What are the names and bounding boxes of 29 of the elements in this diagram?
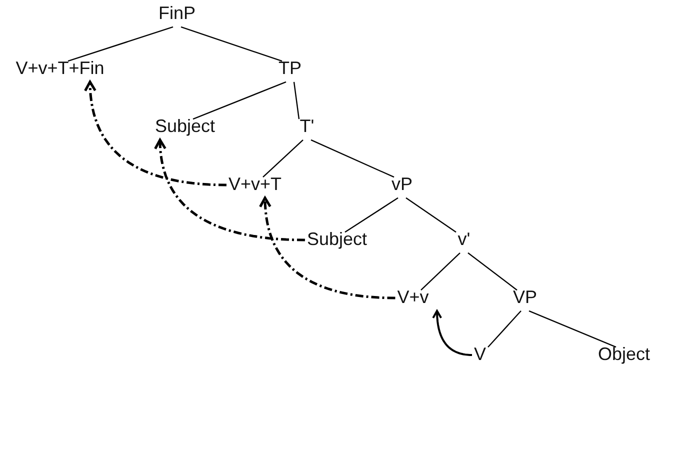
node-label: V+v [397, 288, 429, 308]
node-label: V [474, 345, 486, 365]
node-label: Subject [306, 230, 368, 250]
tree-branch [420, 252, 460, 291]
node-label: VP [513, 288, 537, 308]
node-label: v' [458, 230, 470, 250]
tree-branch [68, 26, 174, 62]
tree-branch [293, 82, 300, 120]
movement-arrow [154, 138, 305, 242]
node-label: Subject [154, 117, 216, 137]
movement-arrow [84, 80, 226, 186]
tree-branch [180, 26, 282, 62]
node-label: vP [392, 175, 412, 195]
tree-branch [192, 81, 286, 120]
tree-branch [468, 252, 518, 291]
tree-branch [488, 310, 522, 348]
movement-arrow [432, 310, 472, 356]
node-label: FinP [158, 4, 196, 24]
node-label: TP [278, 59, 302, 79]
tree-branch [344, 197, 398, 233]
movement-arrow [258, 196, 396, 300]
tree-branch [406, 197, 456, 233]
node-label: V+v+T [228, 175, 282, 195]
node-label: V+v+T+Fin [16, 59, 104, 79]
tree-branch [310, 139, 394, 178]
tree-branch [528, 310, 616, 348]
node-label: Object [598, 345, 650, 365]
tree-branch [262, 139, 304, 178]
node-label: T' [300, 117, 314, 137]
